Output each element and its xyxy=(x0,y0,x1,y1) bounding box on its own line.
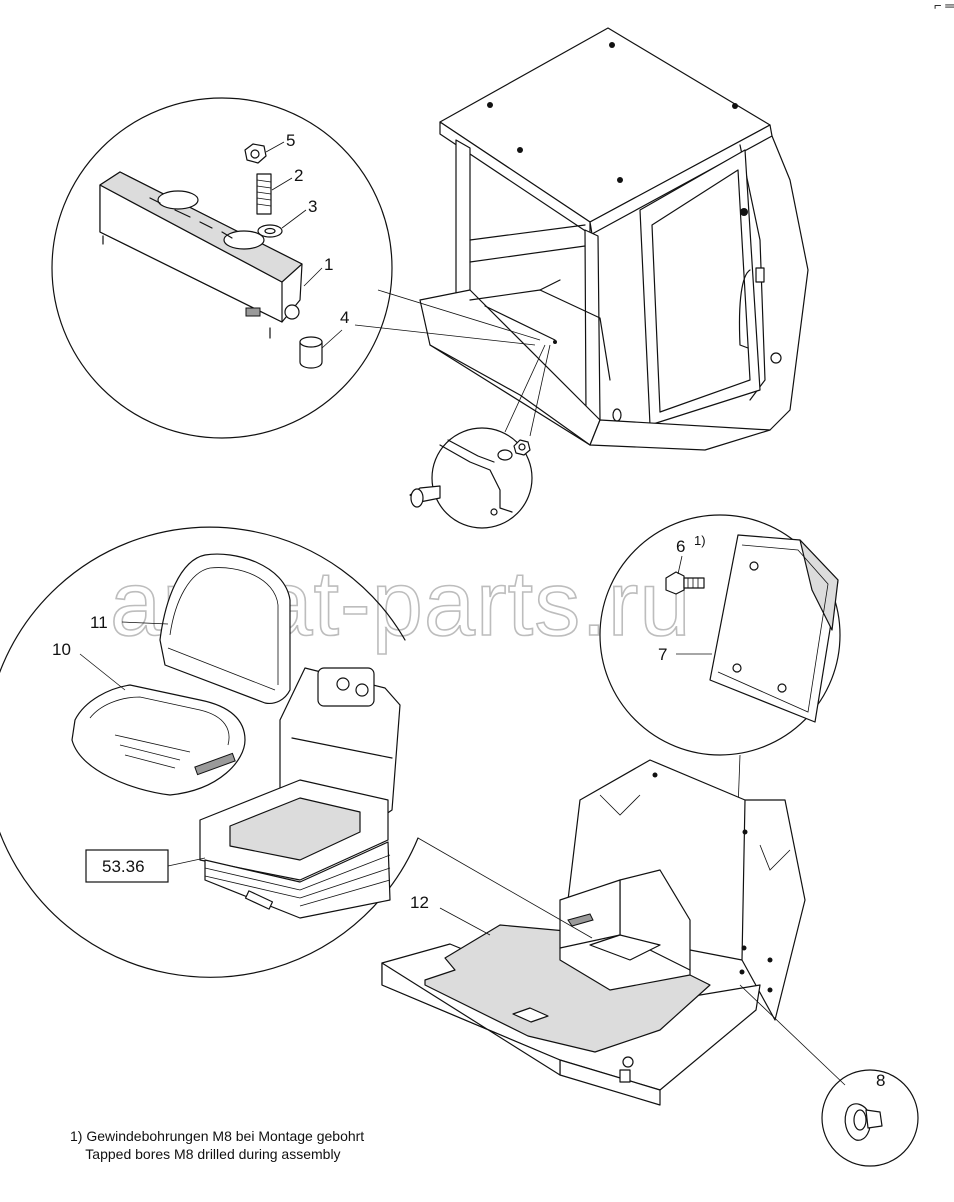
callout-3: 3 xyxy=(308,197,317,216)
callout-4: 4 xyxy=(340,308,349,327)
reference-box xyxy=(85,849,169,883)
seat-base xyxy=(381,759,846,1106)
footnote-english: Tapped bores M8 drilled during assembly xyxy=(70,1146,341,1162)
pivot-detail-circle xyxy=(409,427,533,529)
seat-detail-circle xyxy=(0,526,419,978)
callout-8: 8 xyxy=(876,1071,885,1090)
footnote-german: 1) Gewindebohrungen M8 bei Montage geboh… xyxy=(70,1128,365,1144)
callout-10: 10 xyxy=(52,640,71,659)
cab-frame xyxy=(419,27,809,451)
plug-detail-circle xyxy=(821,1069,919,1167)
callout-7: 7 xyxy=(658,645,667,664)
callout-6: 6 xyxy=(676,537,685,556)
linkage-leaders xyxy=(354,289,557,437)
console-detail-circle xyxy=(51,97,393,439)
callout-12: 12 xyxy=(410,893,429,912)
reference-box-label: 53.36 xyxy=(102,857,145,876)
callout-11: 11 xyxy=(90,613,108,632)
callout-2: 2 xyxy=(294,166,303,185)
corner-mark: ⌐ ═ xyxy=(934,0,954,13)
callout-5: 5 xyxy=(286,131,295,150)
panel-detail-circle xyxy=(599,514,841,945)
callout-1: 1 xyxy=(324,255,333,274)
callout-6-note: 1) xyxy=(694,533,706,548)
